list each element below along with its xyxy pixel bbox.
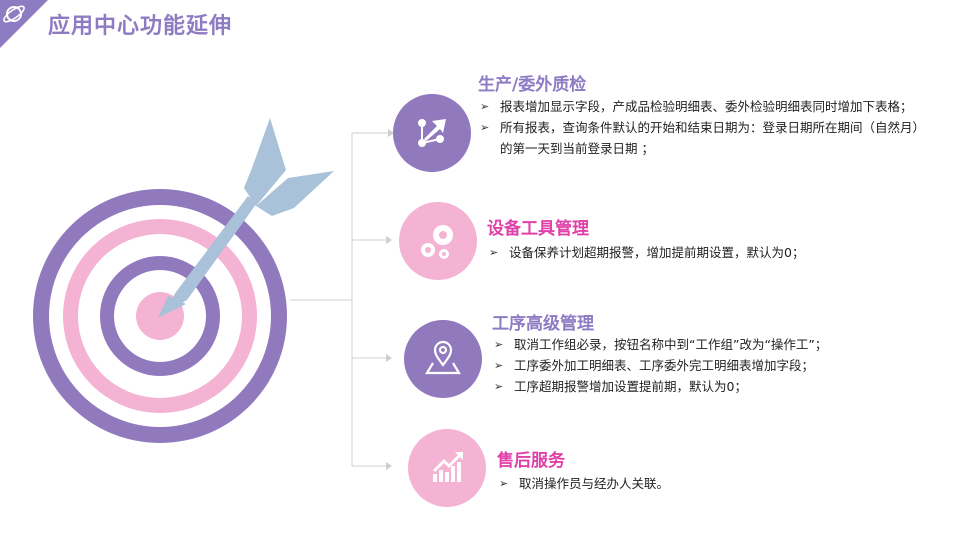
- section-items: ➢设备保养计划超期报警，增加提前期设置，默认为0；: [487, 242, 927, 263]
- section-items: ➢取消操作员与经办人关联。: [497, 473, 917, 494]
- list-item: ➢工序委外加工明细表、工序委外完工明细表增加字段；: [492, 355, 932, 376]
- section-items: ➢取消工作组必录，按钮名称中到“工作组”改为“操作工”； ➢工序委外加工明细表、…: [492, 334, 932, 397]
- section-title: 设备工具管理: [487, 219, 589, 239]
- arrow-bullet-icon: ➢: [494, 380, 504, 393]
- list-item: ➢取消工作组必录，按钮名称中到“工作组”改为“操作工”；: [492, 334, 932, 355]
- arrow-bullet-icon: ➢: [499, 477, 509, 490]
- dart-icon: [158, 118, 334, 318]
- section-icon-circle: [408, 429, 486, 507]
- section-title: 生产/委外质检: [478, 75, 587, 95]
- arrow-bullet-icon: ➢: [494, 359, 504, 372]
- section-items: ➢报表增加显示字段，产成品检验明细表、委外检验明细表同时增加下表格； ➢所有报表…: [478, 96, 928, 159]
- planet-icon: [3, 5, 25, 23]
- arrow-bullet-icon: ➢: [480, 100, 490, 113]
- section-title: 工序高级管理: [492, 314, 594, 334]
- list-item: ➢设备保养计划超期报警，增加提前期设置，默认为0；: [487, 242, 927, 263]
- section-icon-circle: [404, 320, 482, 398]
- arrow-bullet-icon: ➢: [480, 121, 490, 134]
- map-pin-icon: [425, 340, 461, 375]
- page-title: 应用中心功能延伸: [48, 14, 233, 39]
- list-item: ➢所有报表，查询条件默认的开始和结束日期为：登录日期所在期间（自然月）的第一天到…: [478, 117, 928, 159]
- growth-chart-icon: [433, 452, 463, 482]
- corner-badge: [0, 0, 48, 48]
- section-title: 售后服务: [497, 451, 565, 471]
- section-icon-circle: [393, 94, 471, 172]
- list-item: ➢取消操作员与经办人关联。: [497, 473, 917, 494]
- list-item: ➢报表增加显示字段，产成品检验明细表、委外检验明细表同时增加下表格；: [478, 96, 928, 117]
- list-item: ➢工序超期报警增加设置提前期，默认为0；: [492, 376, 932, 397]
- target-illustration: [33, 118, 334, 443]
- arrow-bullet-icon: ➢: [489, 246, 499, 259]
- share-network-icon: [418, 119, 446, 147]
- gears-icon: [421, 225, 453, 259]
- section-icon-circle: [399, 202, 477, 280]
- arrow-bullet-icon: ➢: [494, 338, 504, 351]
